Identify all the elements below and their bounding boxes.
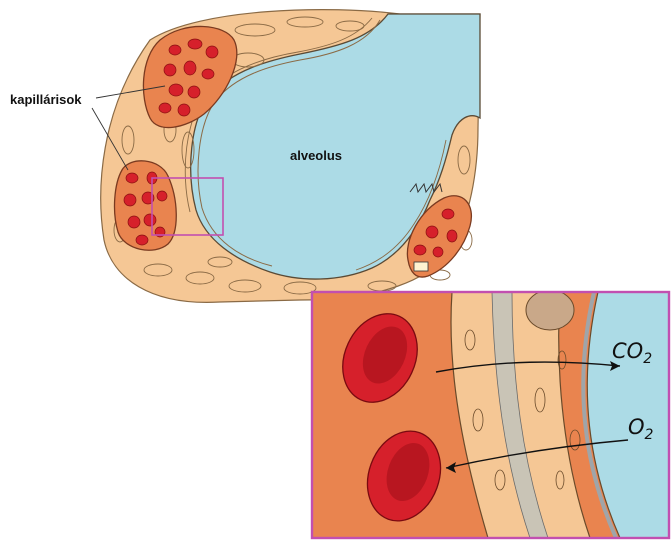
capillaries-label: kapillárisok [10, 92, 82, 107]
o2-subscript: 2 [645, 427, 654, 443]
alveolus-label: alveolus [290, 148, 342, 163]
co2-subscript: 2 [643, 351, 652, 367]
white-cell-marker [414, 262, 428, 271]
inset-cell-nucleus [526, 290, 574, 330]
overview-drawing: kapillárisok alveolus [10, 10, 480, 303]
zoom-inset: CO2 O2 [312, 290, 669, 538]
